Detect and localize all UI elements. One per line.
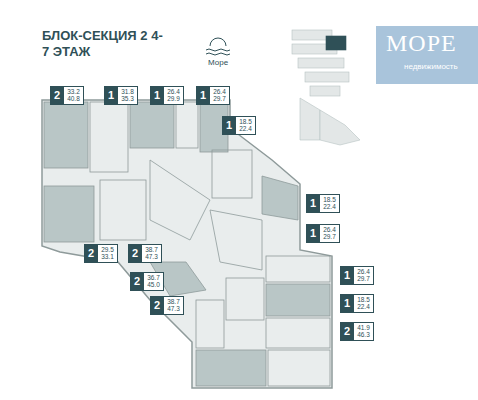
area-value: 46.3 bbox=[357, 331, 370, 338]
room-count: 2 bbox=[84, 244, 98, 263]
room-count: 1 bbox=[340, 294, 354, 313]
area-value: 29.7 bbox=[213, 95, 226, 102]
area-box: 18.522.4 bbox=[236, 116, 256, 135]
apartment-tag: 233.240.8 bbox=[50, 86, 84, 105]
area-value: 33.1 bbox=[101, 253, 114, 260]
area-value: 47.3 bbox=[167, 305, 180, 312]
room-count: 2 bbox=[150, 296, 164, 315]
apartment-tag: 236.745.0 bbox=[130, 272, 164, 291]
area-value: 29.5 bbox=[101, 246, 114, 253]
apartment-tag: 118.522.4 bbox=[222, 116, 256, 135]
logo-text: МОРЕ bbox=[386, 30, 457, 57]
area-value: 41.9 bbox=[357, 324, 370, 331]
room-count: 1 bbox=[150, 86, 164, 105]
area-value: 18.5 bbox=[323, 196, 336, 203]
area-value: 26.4 bbox=[357, 268, 370, 275]
apartment-tag: 126.429.7 bbox=[196, 86, 230, 105]
area-value: 26.4 bbox=[323, 226, 336, 233]
area-box: 18.522.4 bbox=[354, 294, 374, 313]
area-value: 22.4 bbox=[357, 303, 370, 310]
area-value: 31.8 bbox=[121, 88, 134, 95]
apartment-tag: 126.429.7 bbox=[306, 224, 340, 243]
room-count: 1 bbox=[306, 224, 320, 243]
area-value: 29.7 bbox=[323, 233, 336, 240]
logo-panel bbox=[376, 26, 478, 84]
room-count: 2 bbox=[128, 244, 142, 263]
area-value: 35.3 bbox=[121, 95, 134, 102]
room-count: 2 bbox=[340, 322, 354, 341]
room-count: 1 bbox=[196, 86, 210, 105]
area-value: 18.5 bbox=[239, 118, 252, 125]
area-value: 45.0 bbox=[147, 281, 160, 288]
apartment-tag: 118.522.4 bbox=[340, 294, 374, 313]
plan-title: БЛОК-СЕКЦИЯ 2 4-7 ЭТАЖ bbox=[42, 28, 167, 59]
area-box: 26.429.9 bbox=[164, 86, 184, 105]
key-plan bbox=[292, 30, 360, 145]
building bbox=[42, 100, 332, 388]
logo-subtext: недвижимость bbox=[404, 62, 458, 71]
apartment-tag: 241.946.3 bbox=[340, 322, 374, 341]
area-box: 31.835.3 bbox=[118, 86, 138, 105]
area-value: 29.7 bbox=[357, 275, 370, 282]
area-box: 26.429.7 bbox=[354, 266, 374, 285]
apartment-tag: 118.522.4 bbox=[306, 194, 340, 213]
area-value: 18.5 bbox=[357, 296, 370, 303]
apartment-tag: 126.429.7 bbox=[340, 266, 374, 285]
apartment-tag: 131.835.3 bbox=[104, 86, 138, 105]
area-box: 36.745.0 bbox=[144, 272, 164, 291]
room-count: 1 bbox=[222, 116, 236, 135]
area-value: 29.9 bbox=[167, 95, 180, 102]
room-count: 2 bbox=[50, 86, 64, 105]
area-box: 18.522.4 bbox=[320, 194, 340, 213]
area-value: 36.7 bbox=[147, 274, 160, 281]
apartment-tag: 238.747.3 bbox=[128, 244, 162, 263]
area-value: 38.7 bbox=[145, 246, 158, 253]
area-value: 26.4 bbox=[167, 88, 180, 95]
area-value: 26.4 bbox=[213, 88, 226, 95]
area-box: 26.429.7 bbox=[210, 86, 230, 105]
area-value: 38.7 bbox=[167, 298, 180, 305]
area-value: 33.2 bbox=[67, 88, 80, 95]
area-box: 26.429.7 bbox=[320, 224, 340, 243]
area-value: 22.4 bbox=[323, 203, 336, 210]
area-box: 33.240.8 bbox=[64, 86, 84, 105]
area-value: 47.3 bbox=[145, 253, 158, 260]
area-box: 38.747.3 bbox=[164, 296, 184, 315]
room-count: 1 bbox=[104, 86, 118, 105]
area-value: 40.8 bbox=[67, 95, 80, 102]
apartment-tag: 229.533.1 bbox=[84, 244, 118, 263]
area-box: 29.533.1 bbox=[98, 244, 118, 263]
area-value: 22.4 bbox=[239, 125, 252, 132]
apartment-tag: 238.747.3 bbox=[150, 296, 184, 315]
room-count: 1 bbox=[306, 194, 320, 213]
area-box: 41.946.3 bbox=[354, 322, 374, 341]
sea-label: Море bbox=[208, 58, 228, 67]
sea-icon bbox=[206, 38, 230, 55]
apartment-tag: 126.429.9 bbox=[150, 86, 184, 105]
area-box: 38.747.3 bbox=[142, 244, 162, 263]
room-count: 2 bbox=[130, 272, 144, 291]
room-count: 1 bbox=[340, 266, 354, 285]
